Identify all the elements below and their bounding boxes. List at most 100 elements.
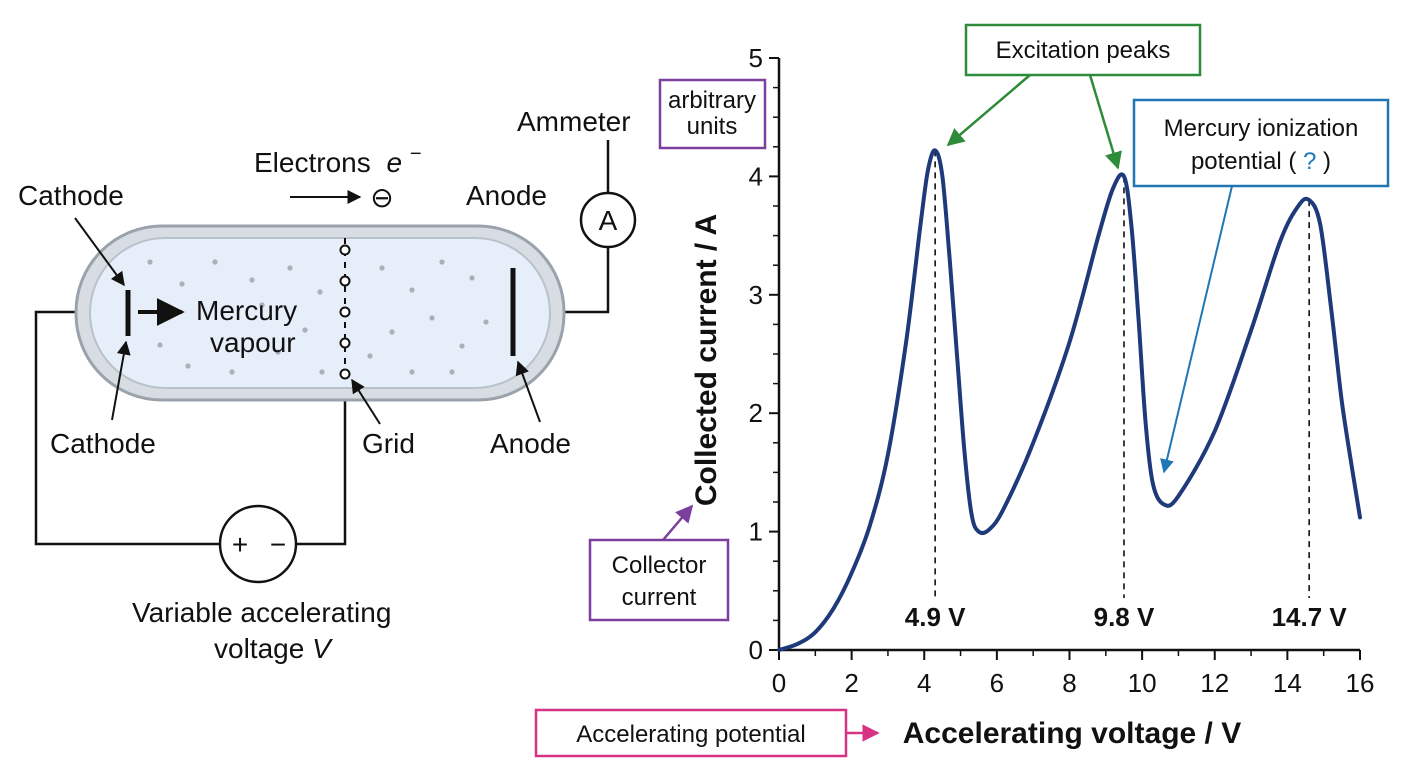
x-axis-title: Accelerating voltage / V: [903, 717, 1241, 750]
accelerating-potential-text: Accelerating potential: [576, 721, 805, 748]
vapour-dot: [317, 289, 323, 295]
y-tick-label: 5: [749, 43, 763, 73]
y-tick-label: 2: [749, 398, 763, 428]
peak-voltage-label: 14.7 V: [1272, 602, 1348, 632]
vapour-dot: [439, 259, 445, 265]
ionization-potential-box: [1132, 98, 1390, 188]
ammeter-circle: [579, 191, 637, 249]
vapour-dot: [483, 319, 489, 325]
voltage-label-line1: Variable accelerating: [132, 597, 391, 628]
x-tick-label: 8: [1062, 668, 1076, 698]
peak-voltage-labels: 4.9 V 9.8 V 14.7 V: [905, 602, 1348, 632]
grid-wire-ring: [339, 306, 351, 318]
ionization-line2-post: ): [1323, 148, 1331, 175]
vapour-dot: [429, 315, 435, 321]
y-tick-label: 4: [749, 161, 763, 191]
mercury-vapour-label-line2: vapour: [210, 327, 296, 358]
peak-marker-lines: [934, 150, 1310, 598]
y-tick-label: 3: [749, 280, 763, 310]
collector-current-line2: current: [622, 584, 697, 611]
excitation-peaks-text: Excitation peaks: [996, 37, 1171, 64]
electron-superscript: −: [410, 143, 422, 165]
cathode-top-pointer: [74, 217, 125, 287]
vapour-dot: [229, 369, 235, 375]
grid-pointer: [351, 378, 381, 425]
electrons-label: Electrons e −: [254, 143, 422, 178]
vapour-dot: [379, 265, 385, 271]
voltage-variable: V: [312, 633, 333, 664]
arbitrary-units-line2: units: [687, 113, 738, 140]
electron-glyph: ⊖: [370, 182, 393, 213]
x-tick-label: 16: [1346, 668, 1375, 698]
x-tick-label: 10: [1128, 668, 1157, 698]
electrons-word: Electrons: [254, 147, 371, 178]
vapour-dot: [212, 259, 218, 265]
vapour-dot: [409, 287, 415, 293]
accelerating-potential-box: [534, 708, 848, 758]
vapour-dot: [469, 275, 475, 281]
x-tick-label: 4: [917, 668, 931, 698]
arbitrary-units-box: [658, 78, 767, 150]
excitation-pointer-1: [946, 74, 1031, 147]
peak-voltage-label: 4.9 V: [905, 602, 966, 632]
vapour-dot: [319, 369, 325, 375]
ionization-line2-pre: potential (: [1191, 148, 1296, 175]
x-tick-label: 12: [1200, 668, 1229, 698]
vapour-dot: [249, 277, 255, 283]
ammeter-label: Ammeter: [517, 106, 631, 137]
voltage-word: voltage: [214, 633, 312, 664]
excitation-pointer-2: [1088, 74, 1122, 170]
callout-annotations: arbitrary units Collector current Accele…: [534, 23, 1390, 758]
anode-top-label: Anode: [466, 180, 547, 211]
vapour-dot: [185, 363, 191, 369]
anode-bottom-label: Anode: [490, 428, 571, 459]
ammeter-symbol: A: [599, 205, 618, 236]
mercury-vapour-label-line1: Mercury: [196, 295, 297, 326]
ionization-pointer: [1160, 185, 1233, 474]
collected-current-curve: [777, 148, 1362, 652]
vapour-dot: [302, 327, 308, 333]
grid-wire-ring: [339, 244, 351, 256]
x-tick-label: 6: [990, 668, 1004, 698]
grid-wire-ring: [339, 368, 351, 380]
apparatus-diagram: A + − Cathode Cathode Anode Anode Ammete…: [18, 106, 637, 664]
vapour-dot: [157, 342, 163, 348]
axis-ticks: [769, 57, 1361, 660]
ionization-question-mark: ?: [1303, 148, 1316, 175]
vapour-dot: [179, 281, 185, 287]
excitation-peaks-box: [964, 23, 1202, 77]
grid-wire-ring: [339, 275, 351, 287]
peak-voltage-label: 9.8 V: [1094, 602, 1155, 632]
grid-wires: [339, 244, 351, 380]
anode-bottom-pointer: [515, 360, 541, 423]
ionization-line1: Mercury ionization: [1164, 115, 1359, 142]
vapour-dot: [449, 369, 455, 375]
collector-current-line1: Collector: [612, 552, 707, 579]
vapour-dot: [259, 302, 265, 308]
collector-current-pointer: [662, 504, 694, 541]
tube-inner-glass: [89, 237, 551, 389]
source-minus-sign: −: [270, 529, 286, 560]
vapour-dot: [367, 353, 373, 359]
collector-current-box: [588, 538, 730, 622]
y-tick-label: 1: [749, 517, 763, 547]
vapour-dot: [389, 329, 395, 335]
cathode-bottom-pointer: [111, 340, 131, 421]
mercury-vapour-dots: [147, 259, 489, 375]
arbitrary-units-line1: arbitrary: [668, 87, 756, 114]
x-tick-label: 0: [772, 668, 786, 698]
grid-label: Grid: [362, 428, 415, 459]
grid-wire-ring: [339, 337, 351, 349]
vapour-dot: [459, 343, 465, 349]
x-tick-label: 2: [844, 668, 858, 698]
x-tick-label: 14: [1273, 668, 1302, 698]
vapour-dot: [409, 369, 415, 375]
y-axis-title: Collected current / A: [690, 214, 723, 506]
source-plus-sign: +: [232, 529, 248, 560]
cathode-bottom-label: Cathode: [50, 428, 156, 459]
y-tick-label: 0: [749, 635, 763, 665]
